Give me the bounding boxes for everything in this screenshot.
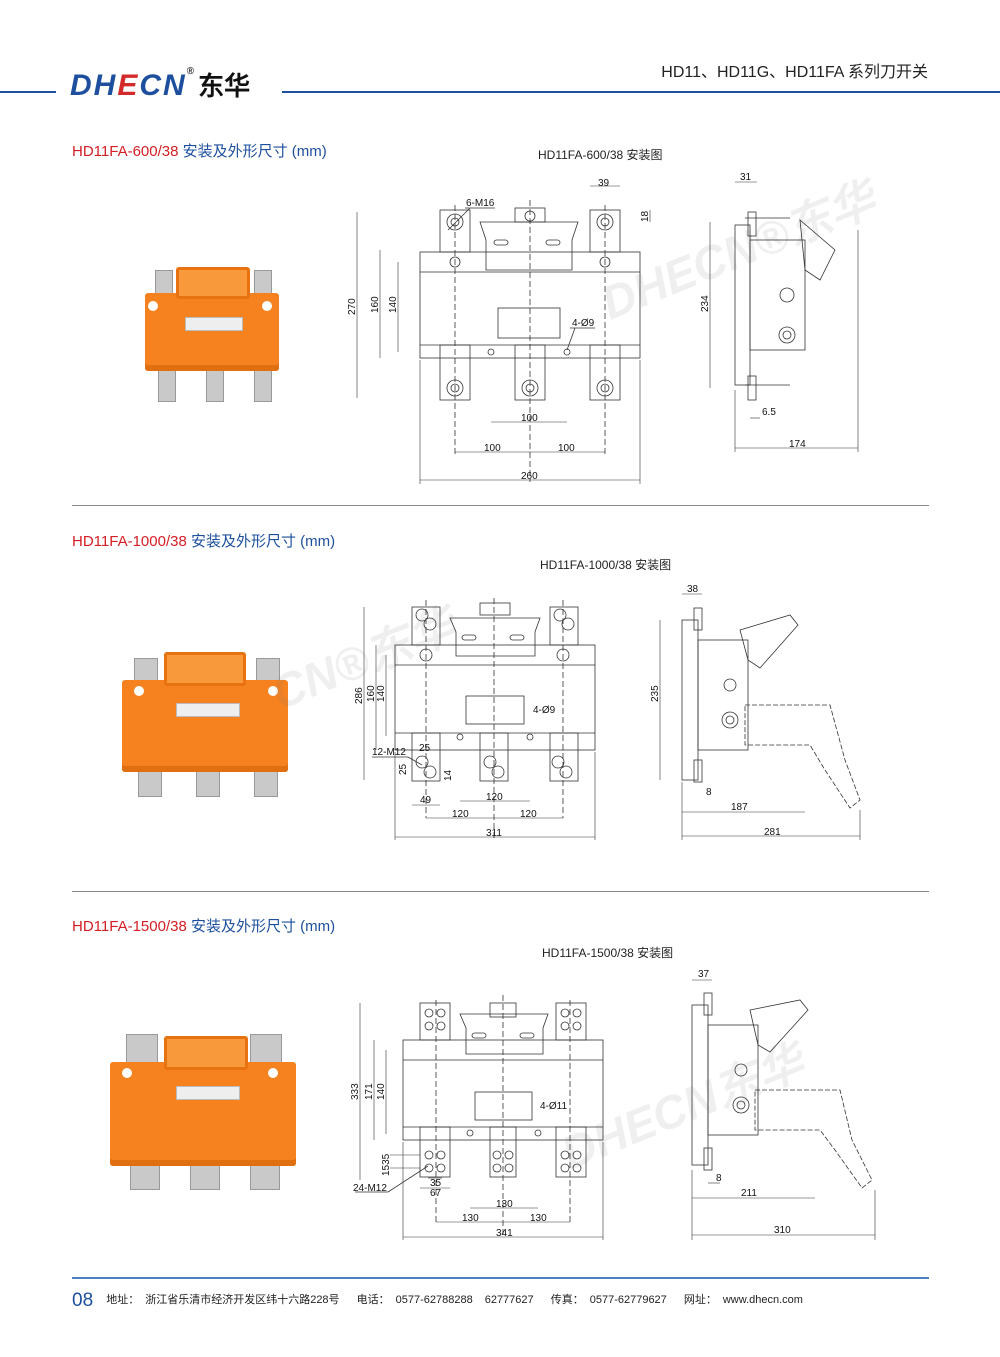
dim-label: 260 (521, 471, 538, 482)
front-view-1500 (355, 995, 604, 1240)
footer-rule (72, 1277, 929, 1279)
front-view-1000 (363, 598, 596, 840)
logo-chinese: 东华 (198, 71, 251, 101)
section-divider (72, 891, 929, 892)
series-title: HD11、HD11G、HD11FA 系列刀开关 (661, 64, 928, 81)
product-photo-1500 (108, 1030, 298, 1190)
address: 浙江省乐清市经济开发区纬十六路228号 (145, 1294, 340, 1306)
dim-label: 25 (419, 743, 431, 754)
dim-label: 35 (430, 1178, 442, 1189)
dim-label: 311 (486, 828, 502, 839)
logo-text-suffix: CN (139, 69, 187, 102)
dim-label: 49 (420, 795, 432, 806)
logo-text-e: E (117, 69, 140, 102)
side-view-1000 (659, 593, 861, 840)
model-name: HD11FA-1000/38 (72, 533, 187, 550)
dimension-labels-1500: 333 171 140 4-Ø11 1535 24-M12 35 67 130 … (350, 969, 791, 1239)
dim-label: 211 (741, 1188, 757, 1199)
address-label: 地址： (106, 1294, 140, 1306)
fax-label: 传真： (550, 1294, 584, 1306)
dim-label: 187 (731, 802, 748, 813)
model-name: HD11FA-600/38 (72, 143, 179, 160)
dim-label: 24-M12 (353, 1183, 387, 1194)
dim-label: 6-M16 (466, 198, 495, 209)
dim-label: 39 (598, 178, 610, 189)
logo-text: DH (70, 69, 118, 102)
dim-label: 8 (716, 1173, 722, 1184)
heading-suffix: 安装及外形尺寸 (mm) (186, 918, 336, 935)
dim-label: 281 (764, 827, 781, 838)
dim-label: 140 (376, 685, 387, 702)
phone-1: 0577-62788288 (395, 1294, 473, 1306)
phone-2: 62777627 (484, 1294, 534, 1306)
phone-label: 电话： (356, 1294, 390, 1306)
section-heading-1500: HD11FA-1500/38 安装及外形尺寸 (mm) (72, 915, 335, 936)
dimension-labels-1000: 286 160 140 4-Ø9 12-M12 25 25 14 49 120 … (354, 584, 781, 839)
dim-label: 310 (774, 1225, 791, 1236)
website-link[interactable]: www.dhecn.com (722, 1294, 803, 1306)
drawing-title-1000: HD11FA-1000/38 安装图 (540, 558, 672, 572)
dim-label: 100 (558, 443, 575, 454)
dim-label: 120 (486, 792, 503, 803)
dim-label: 130 (462, 1213, 479, 1224)
dim-label: 100 (484, 443, 501, 454)
front-view-600 (356, 185, 651, 484)
dim-label: 130 (496, 1199, 513, 1210)
dim-label: 130 (530, 1213, 547, 1224)
page-number: 08 (72, 1290, 94, 1311)
dim-label: 1535 (381, 1153, 392, 1176)
dim-label: 160 (366, 685, 377, 702)
registered-mark: ® (186, 66, 197, 77)
dim-label: 270 (347, 298, 358, 315)
header-rule-left (0, 91, 56, 93)
footer: 08 地址： 浙江省乐清市经济开发区纬十六路228号 电话： 0577-627882… (72, 1290, 809, 1312)
website-label: 网址： (683, 1294, 717, 1306)
heading-suffix: 安装及外形尺寸 (mm) (186, 533, 336, 550)
dim-label: 4-Ø9 (533, 705, 556, 716)
dim-label: 4-Ø11 (540, 1101, 567, 1112)
dim-label: 235 (650, 685, 661, 702)
model-name: HD11FA-1500/38 (72, 918, 187, 935)
dim-label: 120 (520, 809, 537, 820)
heading-suffix: 安装及外形尺寸 (mm) (178, 143, 327, 160)
dim-label: 100 (521, 413, 538, 424)
fax: 0577-62779627 (589, 1294, 667, 1306)
dim-label: 140 (388, 296, 399, 313)
dim-label: 37 (698, 969, 710, 980)
dimension-labels-600: 6-M16 39 18 270 160 140 4-Ø9 100 100 100… (347, 172, 806, 482)
header-rule-right (282, 91, 1000, 93)
dim-label: 67 (430, 1188, 442, 1199)
brand-logo: DHECN®东华 (70, 66, 250, 103)
dim-label: 25 (398, 763, 409, 775)
side-view-600 (709, 181, 859, 452)
dim-label: 14 (443, 769, 454, 781)
dim-label: 341 (496, 1228, 513, 1239)
dim-label: 171 (364, 1083, 375, 1100)
drawing-title-600: HD11FA-600/38 安装图 (538, 148, 663, 162)
dim-label: 4-Ø9 (572, 318, 595, 329)
dim-label: 120 (452, 809, 469, 820)
dim-label: 8 (706, 787, 712, 798)
product-photo-600 (140, 265, 285, 405)
product-photo-1000 (118, 650, 293, 800)
dim-label: 140 (376, 1083, 387, 1100)
dim-label: 286 (354, 687, 365, 704)
side-view-1500 (691, 979, 876, 1240)
dim-label: 174 (789, 439, 806, 450)
section-heading-1000: HD11FA-1000/38 安装及外形尺寸 (mm) (72, 530, 335, 551)
dim-label: 6.5 (762, 407, 776, 418)
section-heading-600: HD11FA-600/38 安装及外形尺寸 (mm) (72, 140, 327, 161)
section-divider (72, 505, 929, 506)
dim-label: 38 (687, 584, 699, 595)
dim-label: 18 (640, 210, 651, 222)
dim-label: 12-M12 (372, 747, 406, 758)
svg-text:DHECN®东华: DHECN®东华 (594, 170, 887, 329)
dim-label: 333 (350, 1083, 361, 1100)
dim-label: 31 (740, 172, 752, 183)
drawing-title-1500: HD11FA-1500/38 安装图 (542, 946, 674, 960)
dim-label: 234 (700, 295, 711, 312)
dim-label: 160 (370, 296, 381, 313)
svg-text:DHECN东华: DHECN东华 (554, 1033, 816, 1179)
